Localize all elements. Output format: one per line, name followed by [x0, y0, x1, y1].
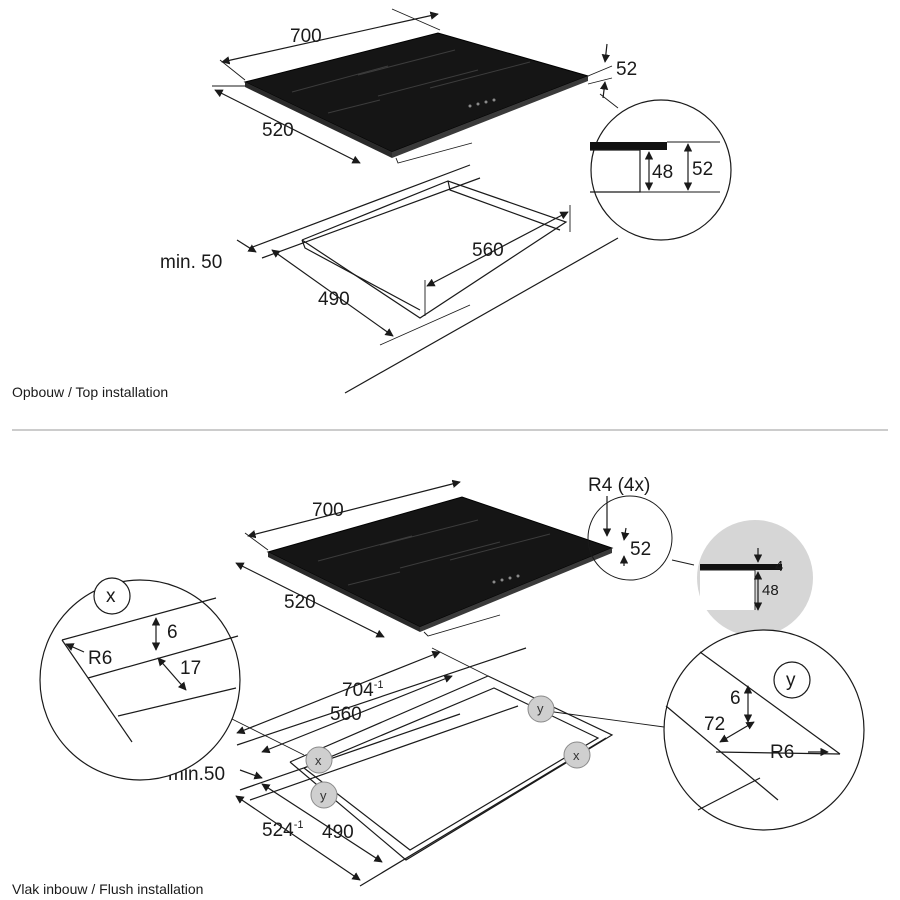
top-height-label: 52: [616, 59, 637, 80]
detail-y-radius-label: R6: [770, 742, 794, 763]
top-cutout-width-label: 560: [472, 240, 504, 261]
detail-x-radius-label: R6: [88, 648, 112, 669]
flush-width-label: 700: [312, 500, 344, 521]
flush-installation-caption: Vlak inbouw / Flush installation: [12, 881, 203, 897]
detail-x-marker: x: [106, 586, 116, 607]
top-detail-inner-label: 48: [652, 162, 673, 183]
svg-text:y: y: [537, 701, 544, 716]
marker-y-1: y: [527, 695, 555, 723]
flush-cutout-depth-label: 490: [322, 822, 354, 843]
svg-text:x: x: [315, 753, 322, 768]
top-depth-label: 520: [262, 120, 294, 141]
marker-x-1: x: [305, 746, 333, 774]
top-cutout-depth-label: 490: [318, 289, 350, 310]
flush-installation-drawing: 700 520 R4 (4x) 52 4 48 x: [12, 475, 865, 897]
svg-text:x: x: [573, 748, 580, 763]
flush-height-label: 52: [630, 539, 651, 560]
flush-depth-label: 520: [284, 592, 316, 613]
detail-x-circle: [39, 579, 241, 781]
top-installation-drawing: 700 520 52 48 52 min. 50: [12, 8, 732, 400]
detail-x-width-label: 17: [180, 658, 201, 679]
marker-y-2: y: [310, 781, 338, 809]
detail-x-depth-label: 6: [167, 622, 178, 643]
detail-y-depth-label: 6: [730, 688, 741, 709]
top-worktop-outline: [249, 164, 471, 249]
flush-rebate-depth-label: 524-1: [262, 819, 303, 841]
detail-y-circle: [663, 629, 865, 831]
flush-radius-label: R4 (4x): [588, 475, 650, 496]
marker-x-2: x: [563, 741, 591, 769]
top-detail-outer-label: 52: [692, 159, 713, 180]
top-installation-caption: Opbouw / Top installation: [12, 384, 168, 400]
detail-glass-section: [590, 142, 667, 150]
top-edge-detail-circle: [590, 99, 732, 241]
hob-glass-top: [243, 32, 590, 153]
detail-y-width-label: 72: [704, 714, 725, 735]
flush-detail-side-label: 48: [762, 582, 779, 599]
flush-detail-top-label: 4: [775, 558, 783, 575]
top-width-label: 700: [290, 26, 322, 47]
top-min-edge-label: min. 50: [160, 252, 222, 273]
detail-y-marker: y: [786, 670, 796, 691]
flush-cutout-width-label: 560: [330, 704, 362, 725]
svg-text:y: y: [320, 788, 327, 803]
touch-controls: [468, 98, 496, 108]
